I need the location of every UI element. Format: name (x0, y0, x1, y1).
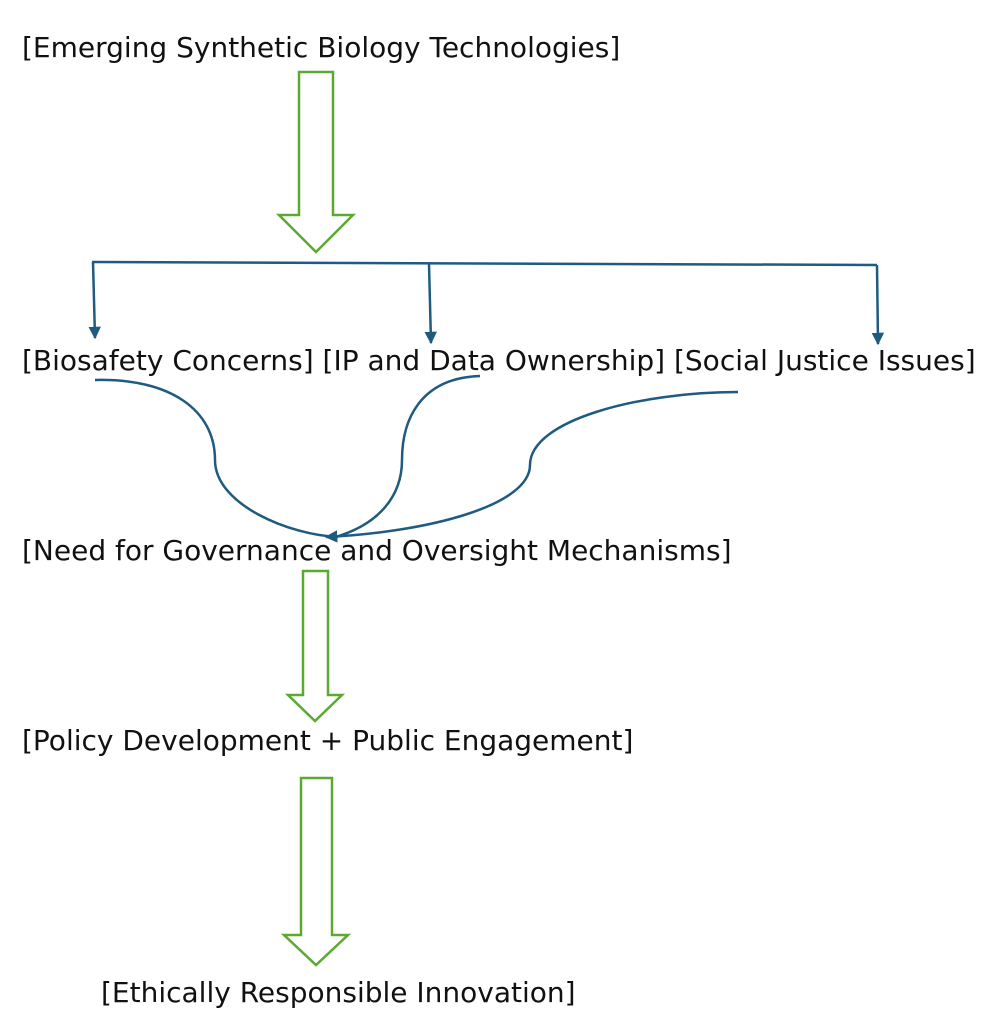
curve-social-justice-to-governance (324, 390, 739, 543)
node-governance-need: [Need for Governance and Oversight Mecha… (22, 534, 732, 567)
branch-arrow-social-justice (871, 264, 885, 346)
block-arrow-technologies-to-concerns (275, 70, 357, 254)
branch-horizontal-line (91, 260, 878, 267)
node-responsible-innovation: [Ethically Responsible Innovation] (101, 976, 576, 1009)
node-policy-engagement: [Policy Development + Public Engagement] (22, 724, 633, 757)
block-arrow-governance-to-policy (284, 569, 346, 723)
curve-ip-data-to-governance (331, 374, 481, 540)
branch-arrow-ip-data (424, 263, 437, 345)
curve-biosafety-to-governance (94, 378, 339, 539)
branch-arrow-biosafety (88, 261, 101, 340)
node-emerging-technologies: [Emerging Synthetic Biology Technologies… (22, 31, 620, 64)
node-concerns-row: [Biosafety Concerns] [IP and Data Owners… (22, 344, 976, 377)
block-arrow-policy-to-innovation (280, 776, 352, 967)
